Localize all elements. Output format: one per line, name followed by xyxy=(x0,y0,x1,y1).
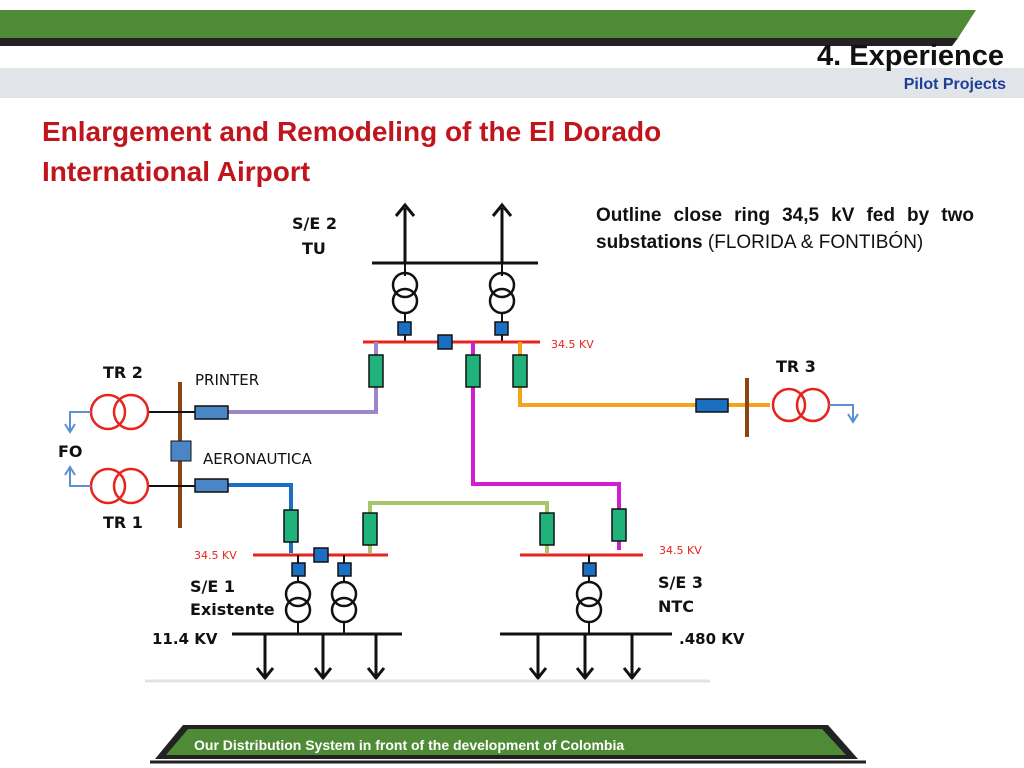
aeronautica-breaker xyxy=(194,478,229,493)
se3-ring-switch xyxy=(539,512,555,546)
printer-feeder-switch xyxy=(368,354,384,388)
se3-lv-voltage-label: .480 KV xyxy=(679,630,745,648)
slide-title-line2: International Airport xyxy=(42,156,311,187)
slide-title: Enlargement and Remodeling of the El Dor… xyxy=(42,112,822,192)
se2-bus-voltage-label: 34.5 KV xyxy=(551,338,594,351)
fo-label: FO xyxy=(58,442,83,461)
header-gray-stripe xyxy=(0,68,1024,98)
se2-label-line1: S/E 2 xyxy=(292,214,337,233)
se1-bus-tie-breaker xyxy=(313,547,329,563)
aeronautica-label: AERONAUTICA xyxy=(203,450,312,468)
orange-feeder-line xyxy=(518,342,770,407)
se2-outgoing-arrows xyxy=(394,202,513,262)
se1-bus-voltage-label: 34.5 KV xyxy=(194,549,237,562)
printer-breaker xyxy=(194,405,229,420)
se3-label-line1: S/E 3 xyxy=(658,573,703,592)
left-pole-tie-breaker xyxy=(170,440,192,462)
se1-ring-switch xyxy=(362,512,378,546)
header-dark-stripe xyxy=(0,38,958,46)
section-subtitle: Pilot Projects xyxy=(903,76,1006,93)
se1-transformer-left xyxy=(284,555,312,634)
aeronautica-feeder-line xyxy=(228,483,293,553)
tr3-label: TR 3 xyxy=(776,357,816,376)
se1-aeronautica-switch xyxy=(283,509,299,543)
se1-label-line2: Existente xyxy=(190,600,275,619)
se2-arrowhead-right xyxy=(491,202,513,217)
outline-normal-text: (FLORIDA & FONTIBÓN) xyxy=(702,232,924,253)
tr1-transformer xyxy=(64,465,195,505)
se3-bus-voltage-label: 34.5 KV xyxy=(659,544,702,557)
footer-text: Our Distribution System in front of the … xyxy=(194,737,625,753)
se3-magenta-switch xyxy=(611,508,627,542)
se3-label-line2: NTC xyxy=(658,597,694,616)
se2-breaker-left xyxy=(397,321,412,336)
se2-label-line2: TU xyxy=(302,239,326,258)
slide-title-line1: Enlargement and Remodeling of the El Dor… xyxy=(42,116,662,147)
footer-green-stripe xyxy=(166,729,846,755)
tr3-transformer xyxy=(771,387,859,424)
tr2-label: TR 2 xyxy=(103,363,143,382)
se2-breaker-right xyxy=(494,321,509,336)
tr3-feeder-breaker xyxy=(695,398,729,413)
footer-band xyxy=(150,725,866,764)
printer-label: PRINTER xyxy=(195,371,259,389)
se2-transformer-right xyxy=(488,263,516,342)
se1-transformer-right xyxy=(330,555,358,634)
se1-lv-voltage-label: 11.4 KV xyxy=(152,630,218,648)
se1-load-arrows xyxy=(255,634,386,681)
se2-bus-tie-breaker xyxy=(437,334,453,350)
orange-feeder-switch xyxy=(512,354,528,388)
outline-bold-text: Outline close ring 34,5 kV fed by two su… xyxy=(596,205,974,253)
se2-transformer-left xyxy=(391,263,419,342)
olive-ring-line xyxy=(368,501,549,553)
header-band xyxy=(0,10,1024,98)
header-green-stripe xyxy=(0,10,976,38)
se3-transformer xyxy=(575,555,603,634)
se2-arrowhead-left xyxy=(394,202,416,217)
tr1-label: TR 1 xyxy=(103,513,143,532)
section-title: 4. Experience xyxy=(817,40,1004,72)
outline-description: Outline close ring 34,5 kV fed by two su… xyxy=(596,202,974,256)
se1-label-line1: S/E 1 xyxy=(190,577,235,596)
tr2-transformer xyxy=(64,393,195,434)
magenta-feeder-switch xyxy=(465,354,481,388)
se3-load-arrows xyxy=(528,634,642,681)
